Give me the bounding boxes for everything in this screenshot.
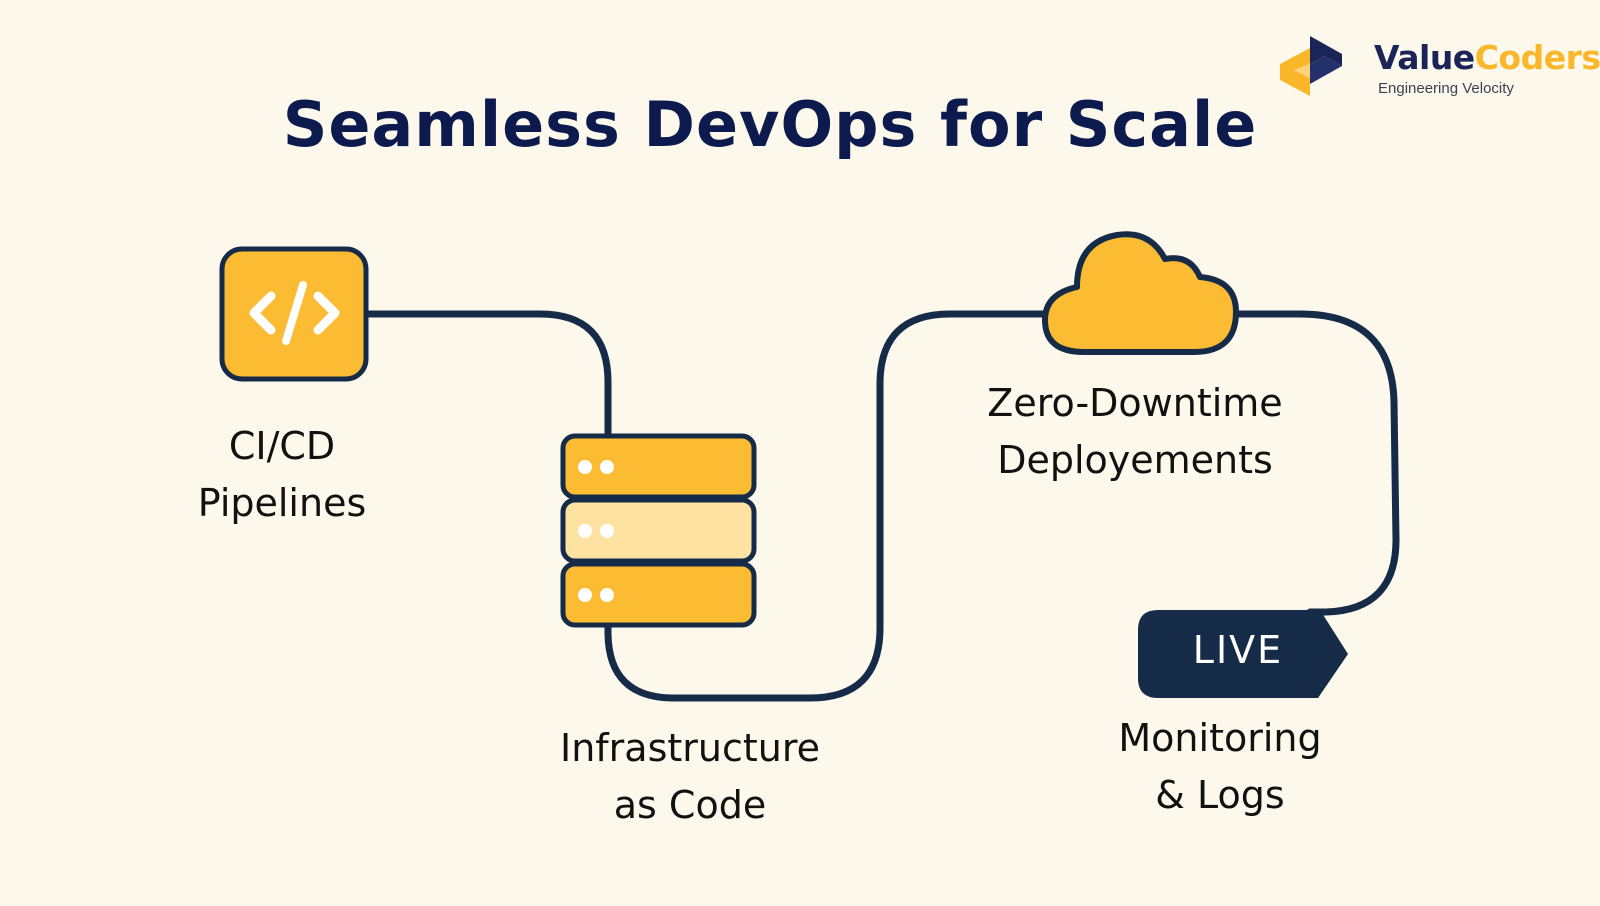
page-title: Seamless DevOps for Scale: [282, 88, 1258, 161]
brand-name-part2: Coders: [1474, 38, 1600, 77]
live-badge-text: LIVE: [1192, 628, 1284, 672]
code-icon: [219, 246, 369, 382]
step-label-line: Zero-Downtime: [987, 381, 1283, 425]
server-stack-icon: [560, 433, 757, 628]
brand-tagline: Engineering Velocity: [1378, 80, 1514, 97]
step-label-line: Infrastructure: [559, 726, 821, 770]
step-label-line: Monitoring: [1118, 716, 1322, 760]
step-label-iac: Infrastructure as Code: [520, 720, 860, 834]
brand-name: ValueCoders: [1374, 38, 1600, 77]
step-label-line: & Logs: [1155, 773, 1285, 817]
live-tag-icon: [1138, 610, 1348, 698]
step-label-monitor: Monitoring & Logs: [1080, 710, 1360, 824]
step-label-line: CI/CD: [228, 424, 336, 468]
brand-logo: ValueCoders Engineering Velocity: [1280, 34, 1600, 104]
step-label-line: Pipelines: [197, 481, 367, 525]
cloud-icon: [1042, 231, 1239, 355]
step-label-cicd: CI/CD Pipelines: [172, 418, 392, 532]
logo-mark-icon: [1280, 36, 1342, 96]
step-label-line: as Code: [613, 783, 767, 827]
brand-name-part1: Value: [1374, 38, 1475, 77]
step-label-line: Deployements: [997, 438, 1273, 482]
step-label-deploy: Zero-Downtime Deployements: [950, 375, 1320, 489]
flow-connector-line: [358, 310, 1400, 702]
